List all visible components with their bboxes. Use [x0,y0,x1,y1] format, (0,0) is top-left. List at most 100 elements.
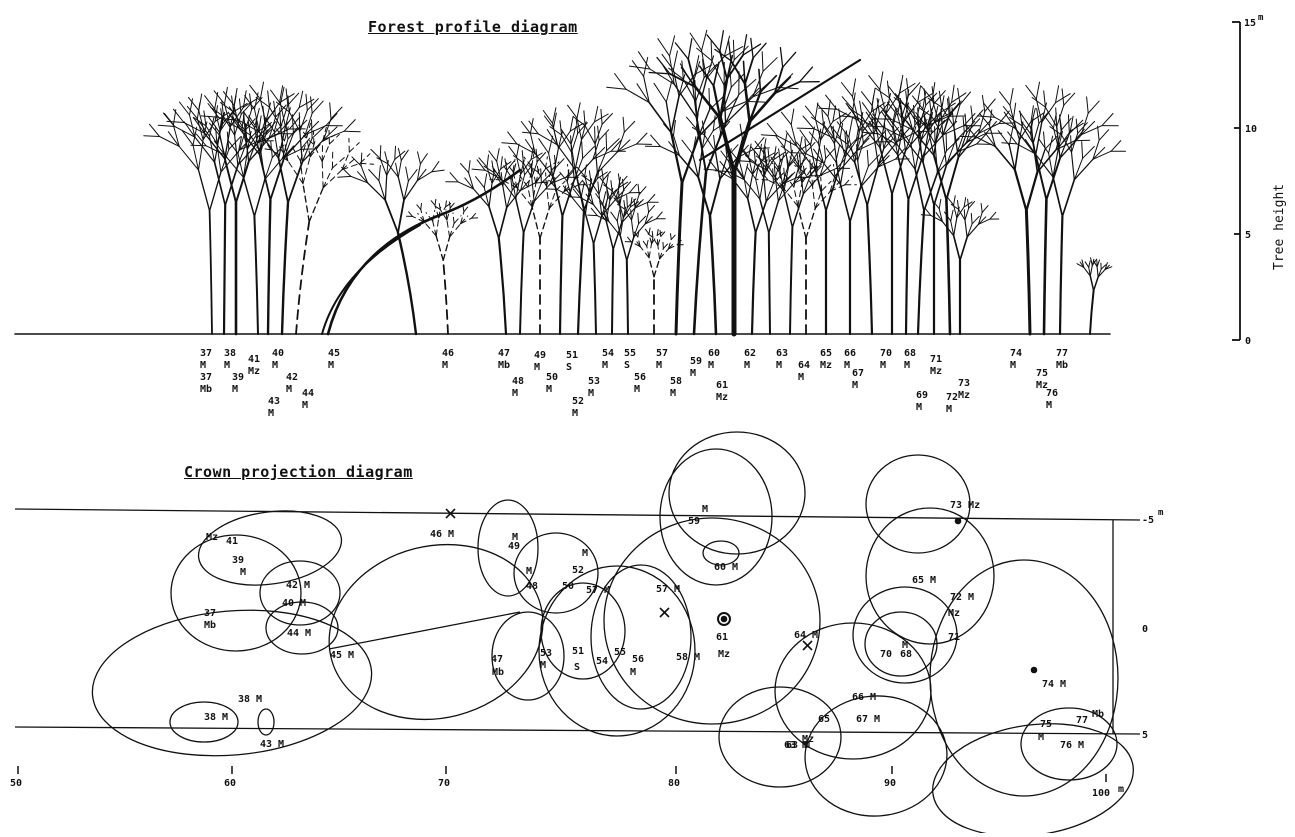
crown-tree-label: 50 [562,581,574,592]
profile-tree-label: 74 [1010,348,1022,359]
profile-tree-label: M [670,388,676,399]
profile-tree-label: 60 [708,348,720,359]
profile-tree-label: M [272,360,278,371]
profile-tree-label: M [880,360,886,371]
crown-tree-label: Mb [492,667,504,678]
crown-y-tick-0: 0 [1142,624,1148,635]
profile-tree-label: 38 [224,348,236,359]
crown-outline [853,587,957,683]
crown-tree-label: 72 M [950,592,974,603]
profile-tree-label: 57 [656,348,668,359]
profile-tree-label: M [946,404,952,415]
profile-tree-label: 75 [1036,368,1048,379]
crown-tree-label: 70 [880,649,892,660]
crown-tree-label: 41 [226,536,238,547]
crown-tree-label: M [526,566,532,577]
crown-tree-label: M [240,567,246,578]
profile-tree-label: 70 [880,348,892,359]
profile-tree-label: Mz [716,392,728,403]
profile-tree-label: M [200,360,206,371]
crown-boundary-bottom [15,727,1140,734]
profile-tree-label: M [286,384,292,395]
crown-tree-label: Mb [204,620,216,631]
profile-tree-label: M [302,400,308,411]
profile-tree-label: 66 [844,348,856,359]
crown-outline [258,709,274,735]
crown-tree-label: M [582,548,588,559]
crown-tree-label: Mz [948,608,960,619]
profile-tree-label: 68 [904,348,916,359]
crown-outline [541,583,625,679]
profile-tree-label: Mz [958,390,970,401]
crown-tree-label: 65 M [912,575,936,586]
crown-y-unit: m [1158,508,1164,518]
x-tick-label-70: 70 [438,778,450,789]
profile-tree-label: 45 [328,348,340,359]
crown-tree-label: 64 M [794,630,818,641]
profile-tree-label: M [904,360,910,371]
profile-tree-label: M [1046,400,1052,411]
crown-tree-label: 47 [491,654,503,665]
crown-outline [604,518,820,724]
crown-tree-label: 67 M [856,714,880,725]
x-tick-label-90: 90 [884,778,896,789]
crown-tree-label: 40 M [282,598,306,609]
stem-73 [956,519,961,524]
profile-tree-label: 61 [716,380,728,391]
crown-tree-label: Mb [1092,709,1104,720]
crown-tree-label: 48 [526,581,538,592]
profile-tree-label: 77 [1056,348,1068,359]
profile-tree-label: M [916,402,922,413]
leaning-trunk-2 [322,225,420,334]
tree-silhouette [158,93,293,335]
crown-connector [329,612,520,649]
height-unit-label: m [1258,13,1264,23]
profile-tree-label: 42 [286,372,298,383]
crown-tree-label: Mz [206,532,218,543]
profile-tree-label: 69 [916,390,928,401]
profile-tree-label: M [602,360,608,371]
tree-silhouettes [144,30,1126,334]
profile-tree-label: 54 [602,348,614,359]
profile-tree-label: M [546,384,552,395]
profile-tree-label: 56 [634,372,646,383]
profile-tree-label: M [798,372,804,383]
profile-tree-label: M [744,360,750,371]
profile-tree-label: 62 [744,348,756,359]
profile-tree-label: M [442,360,448,371]
profile-tree-label: M [634,384,640,395]
profile-tree-label: M [224,360,230,371]
crown-tree-label: M [702,504,708,515]
crown-tree-label: 44 M [287,628,311,639]
profile-tree-label: 52 [572,396,584,407]
profile-tree-label: M [844,360,850,371]
profile-tree-label: 67 [852,368,864,379]
profile-tree-label: 37 [200,372,212,383]
crown-tree-label: M [1038,732,1044,743]
profile-tree-label: 48 [512,376,524,387]
crown-y-tick-neg5: -5 [1142,515,1154,526]
crown-tree-label: 53 [540,648,552,659]
crown-outline [194,502,347,593]
crown-outline [669,432,805,554]
crown-tree-label: 71 [948,632,960,643]
crown-diagram [15,432,1141,833]
height-tick-label-10: 10 [1245,124,1257,135]
profile-tree-label: M [572,408,578,419]
crown-tree-label: 45 M [330,650,354,661]
crown-tree-label: 75 [1040,719,1052,730]
profile-tree-label: Mb [1056,360,1068,371]
crown-tree-label: M [512,532,518,543]
profile-tree-label: 64 [798,360,810,371]
crown-tree-label: S [574,662,580,673]
crown-tree-label: 38 M [204,712,228,723]
profile-tree-label: M [852,380,858,391]
crown-tree-label: 76 M [1060,740,1084,751]
crown-tree-label: 59 [688,516,700,527]
profile-tree-label: 55 [624,348,636,359]
crown-tree-label: 63 M [786,740,810,751]
x-tick-label-100: 100 [1092,788,1110,799]
profile-tree-label: M [776,360,782,371]
profile-tree-labels: 37M37Mb38M39M41Mz40M42M43M44M45M46M47Mb4… [200,348,1068,419]
profile-tree-label: S [624,360,630,371]
